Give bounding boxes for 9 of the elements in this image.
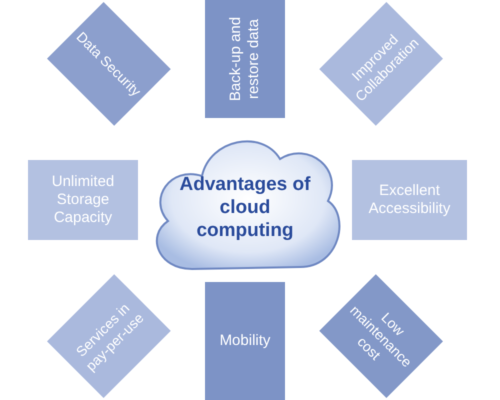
ray-band <box>28 160 138 240</box>
ray-band <box>205 282 285 400</box>
band-label: Excellent Accessibility <box>368 182 452 218</box>
band-label: Mobility <box>218 332 272 350</box>
band-label: Unlimited Storage Capacity <box>50 173 116 227</box>
ray-band <box>205 0 285 118</box>
band-label: Back-up and restore data <box>227 16 263 104</box>
cloud-title: Advantages of cloud computing <box>178 173 312 242</box>
ray-band <box>352 160 467 240</box>
